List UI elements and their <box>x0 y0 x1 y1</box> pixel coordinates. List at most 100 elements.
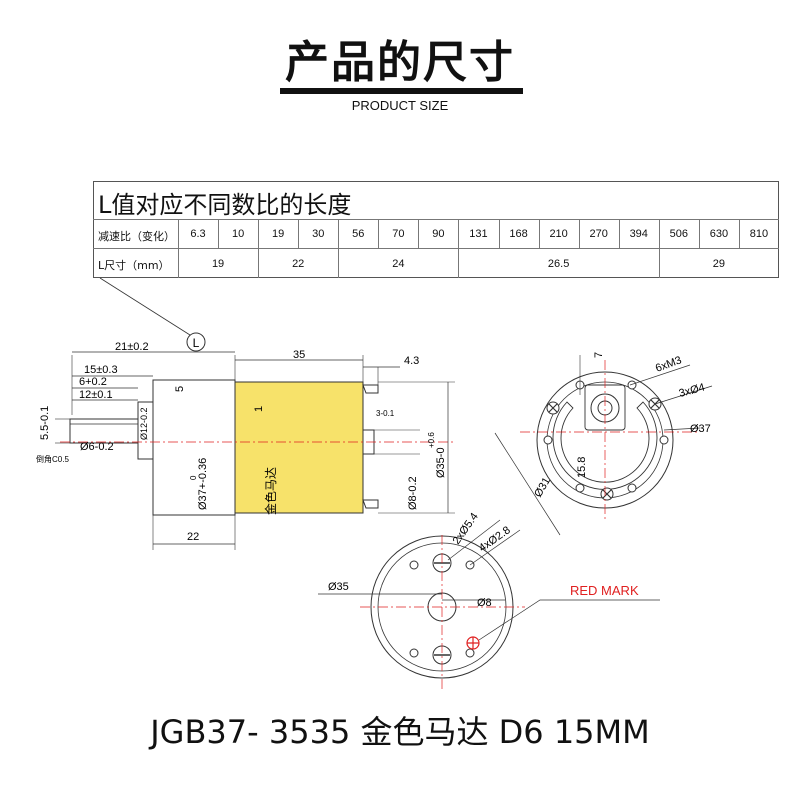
dim-4-3: 4.3 <box>404 355 419 367</box>
table-divider <box>498 219 500 248</box>
ratio-cell: 56 <box>352 228 365 240</box>
length-cell: 22 <box>292 258 305 270</box>
page-title: 产品的尺寸 <box>285 37 515 88</box>
dim-d8: Ø8-0.2 <box>407 476 419 510</box>
ratio-row-label: 减速比（变化） <box>98 230 175 243</box>
length-cell: 26.5 <box>547 258 570 270</box>
dim-m3: 6xM3 <box>654 354 683 374</box>
table-title: L值对应不同数比的长度 <box>98 191 352 219</box>
back-view: 2xØ5.4 4xØ2.8 Ø35 Ø8 RED MARK <box>318 511 660 690</box>
gearbox-body <box>152 379 236 516</box>
dim-3: 3-0.1 <box>376 409 395 418</box>
table-divider <box>93 248 779 249</box>
dim-6: 6+0.2 <box>79 376 107 388</box>
red-mark-leader <box>478 599 660 641</box>
ratio-cell: 810 <box>749 228 769 240</box>
front-arc-slot <box>552 401 658 490</box>
dim-d35-back: Ø35 <box>328 581 349 593</box>
dim-15: 15±0.3 <box>84 364 118 376</box>
length-cell: 24 <box>392 258 405 270</box>
ratio-cell: 394 <box>629 228 648 240</box>
ratio-cell: 168 <box>509 228 528 240</box>
length-table <box>93 181 779 278</box>
motor-label: 金色马达 <box>263 467 278 515</box>
table-divider <box>578 219 580 248</box>
dim-22: 22 <box>187 531 199 543</box>
dim-d6: Ø6-0.2 <box>80 441 114 453</box>
ratio-cell: 30 <box>312 228 325 240</box>
table-divider <box>418 219 420 248</box>
length-cell: 29 <box>712 258 726 270</box>
dim-d12: Ø12-0.2 <box>139 407 149 440</box>
back-hole-1 <box>409 560 419 570</box>
front-hole-2 <box>627 380 637 390</box>
output-shaft <box>69 418 139 444</box>
ratio-cell: 506 <box>669 228 688 240</box>
ratio-cell: 210 <box>549 228 568 240</box>
red-mark-label: RED MARK <box>570 583 639 598</box>
table-divider <box>298 219 300 248</box>
dim-d37-tol: 0 <box>189 475 198 480</box>
front-hole-5 <box>575 483 585 493</box>
back-hole-3 <box>409 648 419 658</box>
table-divider <box>698 219 700 248</box>
dim-5: 5 <box>174 386 186 392</box>
ratio-cell: 10 <box>231 228 245 240</box>
product-caption: JGB37- 3535 金色马达 D6 15MM <box>150 713 650 751</box>
length-row-label: L尺寸（mm） <box>98 259 170 272</box>
dim-1: 1 <box>253 406 265 412</box>
ratio-cell: 270 <box>589 228 608 240</box>
back-hole-4 <box>465 648 475 658</box>
dim-15-8: 15.8 <box>576 457 588 478</box>
front-view: 7 6xM3 3xØ4 Ø37 15.8 Ø31 <box>494 352 713 536</box>
dim-4x: 4xØ2.8 <box>477 524 513 554</box>
dim-5-5: 5.5-0.1 <box>39 406 51 440</box>
table-divider <box>338 219 340 248</box>
dim-d35-tol: +0.6 <box>427 432 436 448</box>
table-divider <box>338 248 340 278</box>
dim-35: 35 <box>293 349 305 361</box>
dim-d8-back: Ø8 <box>477 597 492 609</box>
table-divider <box>93 219 779 220</box>
table-divider <box>378 219 380 248</box>
table-divider <box>658 248 660 278</box>
table-divider <box>218 219 220 248</box>
l-marker-circle <box>186 332 206 352</box>
ratio-cell: 630 <box>709 228 729 240</box>
dim-d35: Ø35-0 <box>435 447 447 478</box>
motor-body <box>234 381 364 514</box>
ratio-cell: 131 <box>469 228 488 240</box>
side-view: 21±0.2 35 4.3 15±0.3 6+0.2 12±0.1 5.5-0.… <box>36 341 455 550</box>
dim-d37: Ø37+-0.36 <box>197 458 209 510</box>
front-hole-4 <box>659 435 669 445</box>
table-divider <box>458 219 460 248</box>
ratio-cell: 70 <box>392 228 405 240</box>
front-hole-6 <box>627 483 637 493</box>
chamfer-note: 倒角C0.5 <box>36 454 69 464</box>
table-divider <box>538 219 540 248</box>
terminal-top <box>362 384 379 394</box>
l-marker-text: L <box>193 336 200 350</box>
ratio-cell: 6.3 <box>190 228 206 240</box>
table-divider <box>618 219 620 248</box>
front-hole-3 <box>543 435 553 445</box>
length-cell: 19 <box>211 258 225 270</box>
dim-d4: 3xØ4 <box>678 382 707 400</box>
title-underline <box>280 88 523 94</box>
dim-d37-front: Ø37 <box>690 423 711 435</box>
dim-12: 12±0.1 <box>79 389 113 401</box>
table-divider <box>258 219 260 248</box>
dim-21: 21±0.2 <box>115 341 149 353</box>
table-divider <box>258 248 260 278</box>
ratio-cell: 19 <box>272 228 285 240</box>
dim-7: 7 <box>593 352 605 358</box>
terminal-bottom <box>362 499 379 509</box>
l-leader-line <box>99 277 191 336</box>
table-divider <box>178 219 179 278</box>
table-divider <box>738 219 740 248</box>
table-divider <box>658 219 660 248</box>
ratio-cell: 90 <box>432 228 445 240</box>
table-divider <box>458 248 460 278</box>
page-subtitle: PRODUCT SIZE <box>351 98 449 113</box>
